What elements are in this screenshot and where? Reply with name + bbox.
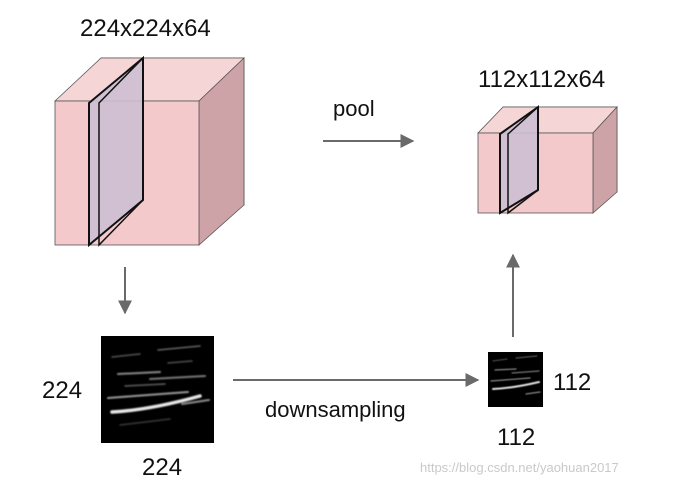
input-map-height-label: 224	[42, 377, 83, 404]
input-map-width-label: 224	[142, 454, 183, 481]
pool-label: pool	[333, 96, 375, 121]
output-map-width-label: 112	[497, 424, 536, 451]
output-volume-dimensions: 112x112x64	[478, 66, 606, 93]
activation-map-224	[101, 336, 214, 443]
input-volume-dimensions: 224x224x64	[80, 15, 211, 42]
output-map-height-label: 112	[553, 369, 592, 396]
output-volume-cube	[477, 105, 618, 215]
activation-map-112	[488, 352, 543, 407]
watermark-text: https://blog.csdn.net/yaohuan2017	[420, 460, 619, 475]
input-depth-slice-edge	[98, 56, 144, 247]
input-volume-cube	[53, 55, 245, 248]
downsampling-label: downsampling	[265, 397, 406, 422]
output-depth-slice-edge	[507, 105, 539, 215]
